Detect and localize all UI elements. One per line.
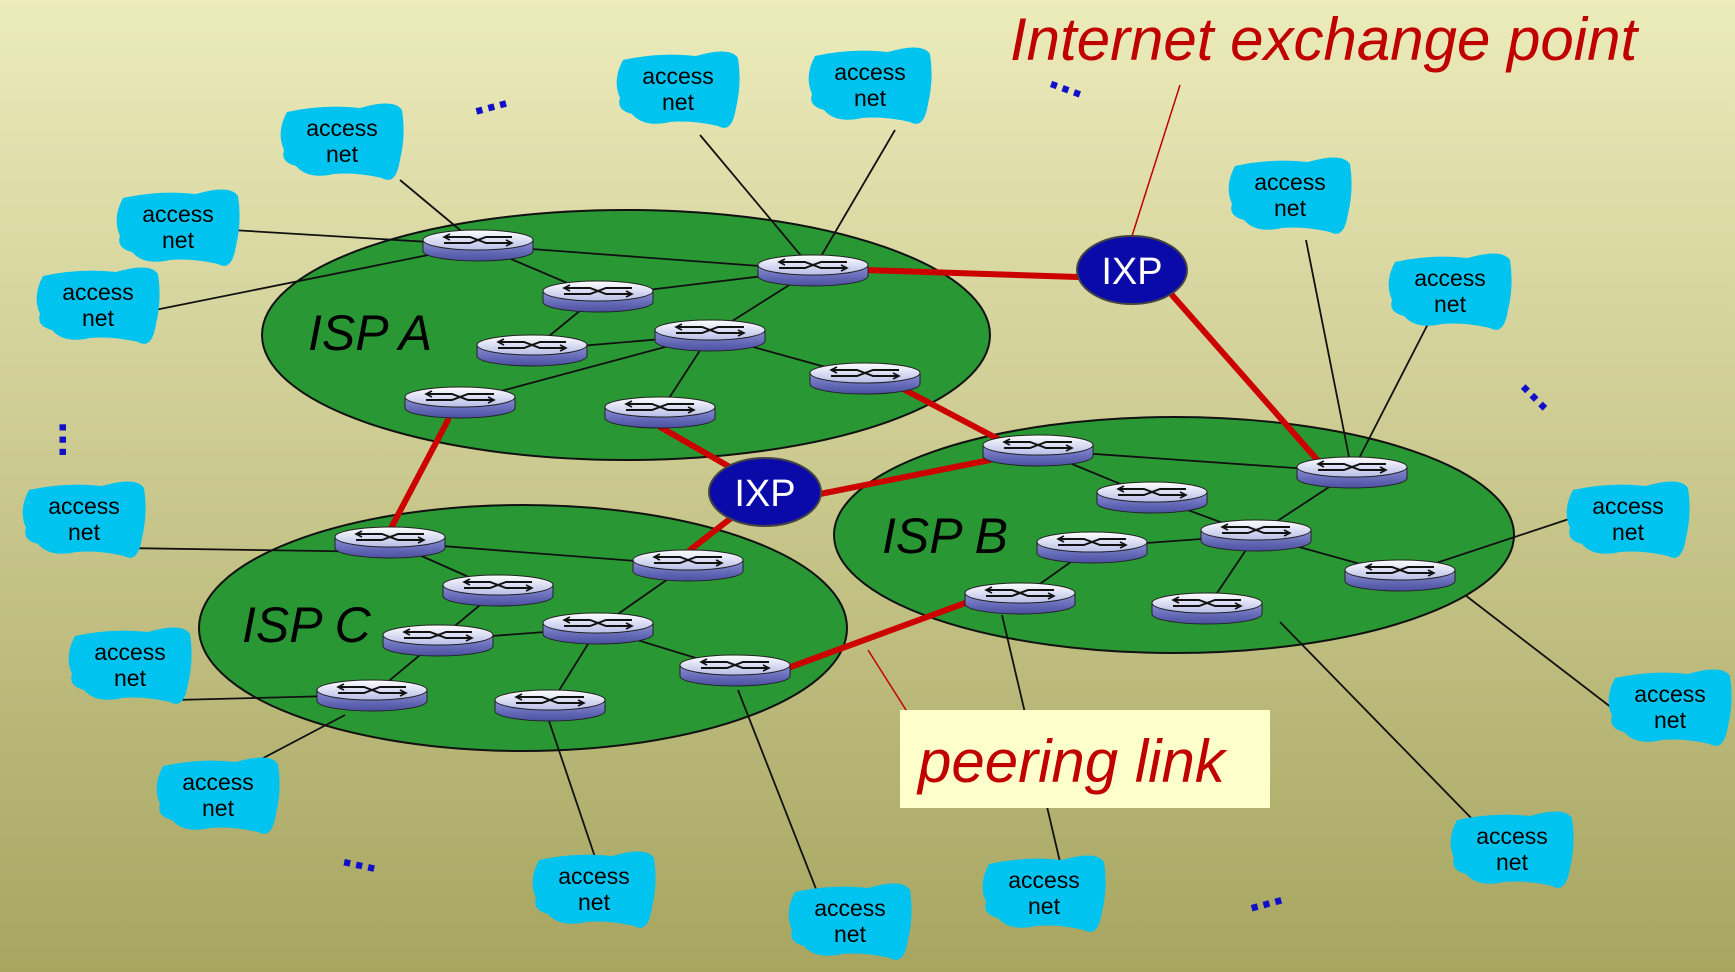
access-net-cloud: access net (36, 267, 160, 344)
ixp-label: IXP (734, 473, 795, 515)
ixp-label: IXP (1101, 251, 1162, 293)
access-net-cloud: access net (280, 103, 404, 180)
router (422, 229, 534, 262)
router (604, 396, 716, 429)
isp-c-label: ISP C (242, 597, 372, 653)
access-net-line2: net (1434, 291, 1467, 317)
access-net-line2: net (114, 665, 147, 691)
access-net-cloud: access net (116, 189, 240, 266)
router (494, 689, 606, 722)
access-net-line1: access (142, 201, 214, 227)
router (1096, 481, 1208, 514)
access-net-cloud: access net (68, 627, 192, 704)
peering-callout-box (900, 710, 1270, 808)
isp-a-label: ISP A (308, 305, 432, 361)
access-net-cloud: access net (1608, 669, 1732, 746)
isp-b-label: ISP B (882, 508, 1008, 564)
router (404, 386, 516, 419)
access-net-line1: access (814, 895, 886, 921)
access-net-cloud: access net (788, 883, 912, 960)
router (542, 612, 654, 645)
router (1200, 519, 1312, 552)
router (654, 319, 766, 352)
ixp-oval (708, 457, 822, 527)
access-net-line1: access (834, 59, 906, 85)
router (757, 254, 869, 287)
access-net-line2: net (68, 519, 101, 545)
router (382, 624, 494, 657)
access-net-line1: access (1254, 169, 1326, 195)
access-net-cloud: access net (808, 47, 932, 124)
access-net-cloud: access net (616, 51, 740, 128)
access-net-line2: net (662, 89, 695, 115)
access-net-line1: access (1592, 493, 1664, 519)
access-net-cloud: access net (532, 851, 656, 928)
ixp-node: IXP (708, 457, 822, 527)
access-nets: access net access net access net access … (22, 47, 1732, 960)
ellipsis-dots: ... (27, 421, 76, 458)
router (982, 434, 1094, 467)
access-net-line2: net (1612, 519, 1645, 545)
access-net-line1: access (1476, 823, 1548, 849)
router (632, 549, 744, 582)
router (316, 679, 428, 712)
access-net-line1: access (182, 769, 254, 795)
access-net-line1: access (94, 639, 166, 665)
router (679, 654, 791, 687)
access-net-cloud: access net (22, 481, 146, 558)
access-net-line2: net (1654, 707, 1687, 733)
router (476, 334, 588, 367)
access-net-line1: access (642, 63, 714, 89)
router (334, 526, 446, 559)
access-net-line2: net (578, 889, 611, 915)
access-net-line1: access (1634, 681, 1706, 707)
ixp-node: IXP (1076, 235, 1188, 305)
ixp-callout-text: Internet exchange point (1010, 6, 1639, 73)
access-net-line2: net (162, 227, 195, 253)
router (1296, 456, 1408, 489)
access-net-line2: net (834, 921, 867, 947)
access-net-line1: access (1414, 265, 1486, 291)
peering-callout-text: peering link (916, 728, 1228, 795)
access-net-cloud: access net (1566, 481, 1690, 558)
router (1036, 531, 1148, 564)
access-net-line2: net (1274, 195, 1307, 221)
access-net-line1: access (48, 493, 120, 519)
access-net-line1: access (558, 863, 630, 889)
access-net-line1: access (1008, 867, 1080, 893)
access-net-line2: net (1028, 893, 1061, 919)
router (964, 582, 1076, 615)
access-net-line1: access (62, 279, 134, 305)
router (809, 362, 921, 395)
ixp-callout-pointer (1131, 84, 1181, 237)
access-net-cloud: access net (156, 757, 280, 834)
access-net-line2: net (82, 305, 115, 331)
access-net-cloud: access net (1388, 253, 1512, 330)
access-net-cloud: access net (982, 855, 1106, 932)
peering-links (387, 267, 1323, 671)
access-net-line2: net (326, 141, 359, 167)
router (542, 280, 654, 313)
access-net-cloud: access net (1228, 157, 1352, 234)
router (442, 574, 554, 607)
access-net-line2: net (1496, 849, 1529, 875)
access-net-cloud: access net (1450, 811, 1574, 888)
access-net-line2: net (202, 795, 235, 821)
router (1151, 592, 1263, 625)
router (1344, 559, 1456, 592)
access-net-line1: access (306, 115, 378, 141)
access-net-line2: net (854, 85, 887, 111)
